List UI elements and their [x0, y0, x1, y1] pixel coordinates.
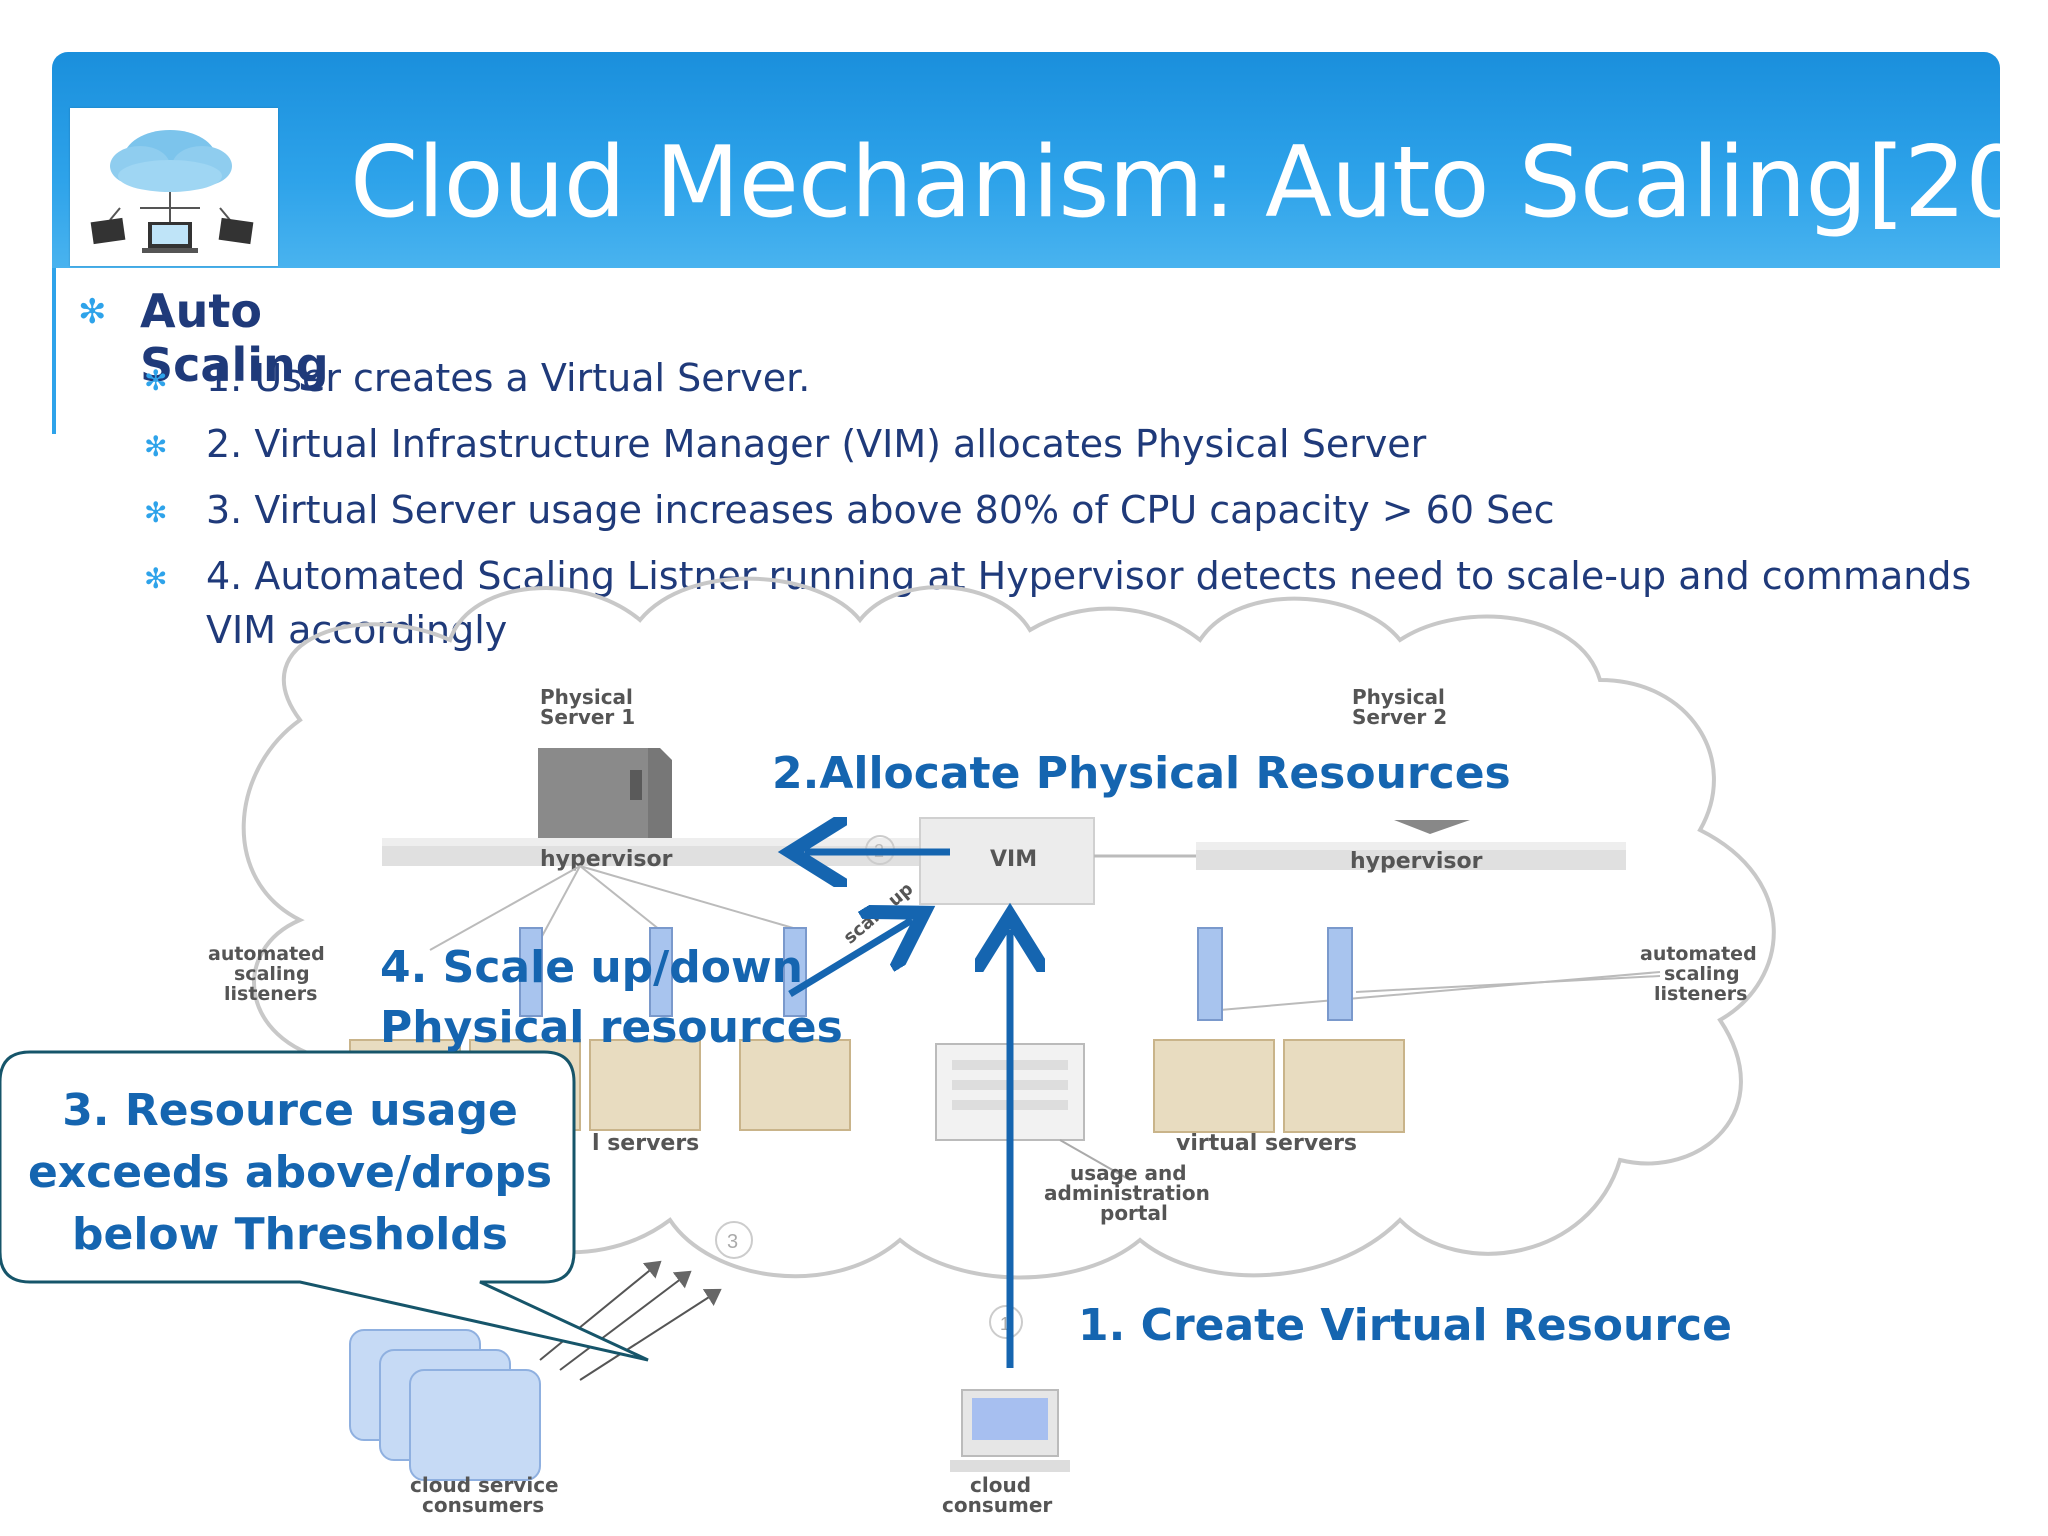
step-1-mark — [989, 1305, 1023, 1339]
bullet-star-icon: ✻ — [144, 497, 168, 528]
threshold-line-1: 3. Resource usage — [62, 1085, 518, 1136]
step-3-mark-label: 3 — [727, 1231, 738, 1253]
create-label: 1. Create Virtual Resource — [1078, 1300, 1732, 1351]
threshold-line-2: exceeds above/drops — [27, 1147, 553, 1198]
listeners-label-right: automated — [1640, 943, 1757, 965]
scale-label-line2: Physical resources — [380, 1002, 843, 1053]
threshold-callout — [0, 1050, 649, 1362]
listeners-label-left: automated — [208, 943, 325, 965]
bullet-star-icon: ✻ — [78, 293, 107, 331]
vim-box — [919, 817, 1095, 905]
threshold-callout-text: 3. Resource usage exceeds above/drops be… — [20, 1080, 560, 1266]
step-4-text: 4. Automated Scaling Listner running at … — [206, 554, 1972, 598]
hypervisor-2-label: hypervisor — [1350, 849, 1483, 874]
consumers-label: cloud service — [410, 1473, 559, 1497]
threshold-line-3: below Thresholds — [71, 1209, 508, 1260]
listeners-label-right-line3: listeners — [1654, 983, 1747, 1005]
step-4-continued-text: VIM accordingly — [206, 608, 508, 652]
listeners-label-left-line3: listeners — [224, 983, 317, 1005]
physical-server-2-label-line2: Server 2 — [1352, 705, 1447, 729]
cloud-service-consumers-icon — [349, 1329, 541, 1481]
portal-label-line3: portal — [1100, 1201, 1168, 1225]
slide-title: Cloud Mechanism: Auto Scaling[20] — [350, 126, 2048, 240]
cloud-network-icon — [90, 130, 254, 253]
portal-icon — [935, 1043, 1131, 1181]
bullet-star-icon: ✻ — [144, 431, 168, 462]
step-3-mark — [715, 1221, 753, 1259]
scaling-listener-icons — [519, 927, 1353, 1021]
virtual-servers-label-left: l servers — [592, 1131, 699, 1156]
scale-arrow — [788, 920, 912, 997]
step-1-mark-label: 1 — [1000, 1314, 1010, 1334]
cloud-logo — [70, 108, 278, 266]
physical-server-1-icon — [538, 748, 672, 840]
side-rule — [52, 268, 56, 434]
step-3-text: 3. Virtual Server usage increases above … — [206, 488, 1555, 532]
cloud-consumer-label-line2: consumer — [942, 1493, 1052, 1517]
cloud-consumer-pc-icon — [950, 1389, 1070, 1472]
physical-server-1-label-line2: Server 1 — [540, 705, 635, 729]
physical-server-2-label: Physical — [1352, 685, 1445, 709]
cloud-consumer-label: cloud — [970, 1473, 1031, 1497]
virtual-servers-label-right: virtual servers — [1176, 1131, 1357, 1156]
consumers-label-line2: consumers — [422, 1493, 544, 1517]
listener-lines — [429, 865, 1661, 1011]
step-2-text: 2. Virtual Infrastructure Manager (VIM) … — [206, 422, 1427, 466]
physical-server-2-icon — [1394, 820, 1470, 834]
bullet-star-icon: ✻ — [144, 365, 168, 396]
consumer-request-arrows — [539, 1260, 722, 1381]
allocate-label: 2.Allocate Physical Resources — [772, 748, 1511, 799]
title-banner — [52, 52, 2000, 268]
hypervisor-1-label: hypervisor — [540, 847, 673, 872]
physical-server-1-label: Physical — [540, 685, 633, 709]
step-1-text: 1. User creates a Virtual Server. — [206, 356, 811, 400]
vim-label: VIM — [990, 847, 1037, 872]
portal-label-line2: administration — [1044, 1181, 1210, 1205]
listeners-label-left-line2: scaling — [234, 963, 310, 985]
portal-label: usage and — [1070, 1161, 1187, 1185]
bullet-star-icon: ✻ — [144, 563, 168, 594]
scale-label-line1: 4. Scale up/down — [380, 942, 803, 993]
bullet-heading: Auto Scaling — [140, 284, 329, 392]
listeners-label-right-line2: scaling — [1664, 963, 1740, 985]
